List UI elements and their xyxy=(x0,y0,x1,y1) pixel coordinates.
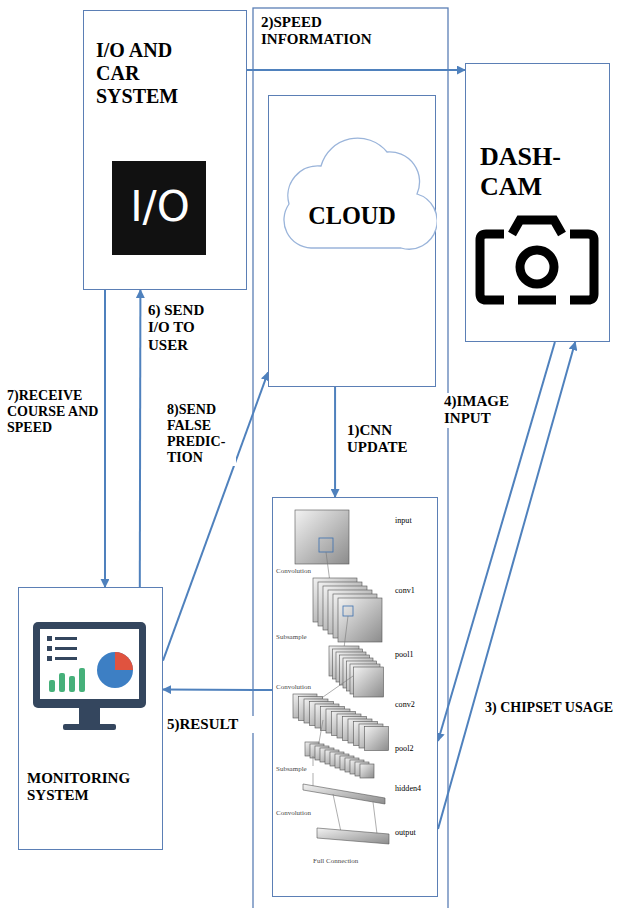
layer-name: input xyxy=(395,516,437,525)
feature-map xyxy=(354,667,384,697)
system-box: I/O AND CAR SYSTEM I/O xyxy=(83,10,247,290)
layer-name: hidden4 xyxy=(395,784,437,793)
step-label: 6) SEND I/O TO USER xyxy=(147,302,229,354)
box-title: I/O AND CAR SYSTEM xyxy=(96,39,216,108)
flow-arrow xyxy=(163,689,272,691)
layer-name: conv1 xyxy=(395,586,437,595)
box-title: DASH-CAM xyxy=(480,142,605,202)
kernel-window xyxy=(319,538,333,552)
layer-op-label: Subsample xyxy=(276,766,326,773)
step-label: 1)CNN UPDATE xyxy=(346,422,436,457)
layer-op-label: Convolution xyxy=(276,568,326,575)
feature-map xyxy=(365,727,389,751)
step-label: 5)RESULT xyxy=(166,716,258,733)
link-line xyxy=(373,802,377,834)
cnn-illustration xyxy=(273,498,439,898)
flow-arrow xyxy=(104,290,106,587)
feature-map xyxy=(338,598,382,642)
layer-op-label: Full Connection xyxy=(313,858,393,865)
monitor-icon xyxy=(27,618,152,752)
step-label: 4)IMAGE INPUT xyxy=(443,393,523,428)
layer-name: pool1 xyxy=(395,650,437,659)
hidden-layer xyxy=(303,784,385,804)
box-title: CLOUD xyxy=(269,202,435,230)
flow-arrow xyxy=(334,387,336,497)
cloud-shape xyxy=(269,96,437,280)
system-box: input conv1 pool1 conv2 pool2 hidden4 output Co… xyxy=(272,497,438,897)
flow-arrow xyxy=(139,290,142,587)
camera-icon xyxy=(474,212,604,316)
step-label: 2)SPEED INFORMATION xyxy=(260,14,397,49)
layer-name: conv2 xyxy=(395,700,437,709)
box-title: MONITORING SYSTEM xyxy=(27,770,157,805)
flow-arrow xyxy=(163,372,268,660)
step-label: 8)SEND FALSE PREDIC- TION xyxy=(166,402,236,466)
system-band-outline xyxy=(253,8,448,908)
layer-name: output xyxy=(395,828,437,837)
system-box: MONITORING SYSTEM xyxy=(18,587,163,850)
link-line xyxy=(333,794,341,832)
flow-arrow xyxy=(438,342,575,829)
layer-op-label: Convolution xyxy=(276,810,326,817)
flow-arrow xyxy=(247,69,465,71)
output-layer xyxy=(317,828,389,844)
system-box: CLOUD xyxy=(268,95,436,387)
feature-map xyxy=(295,510,349,564)
layer-name: pool2 xyxy=(395,744,437,753)
step-label: 3) CHIPSET USAGE xyxy=(484,700,616,716)
flow-arrow xyxy=(438,342,555,741)
box-title: I/O xyxy=(116,183,204,231)
system-box: DASH-CAM xyxy=(465,63,610,342)
kernel-window xyxy=(343,606,353,616)
layer-op-label: Convolution xyxy=(276,684,326,691)
feature-map xyxy=(360,764,374,778)
layer-op-label: Subsample xyxy=(276,634,326,641)
step-label: 7)RECEIVE COURSE AND SPEED xyxy=(6,388,102,436)
